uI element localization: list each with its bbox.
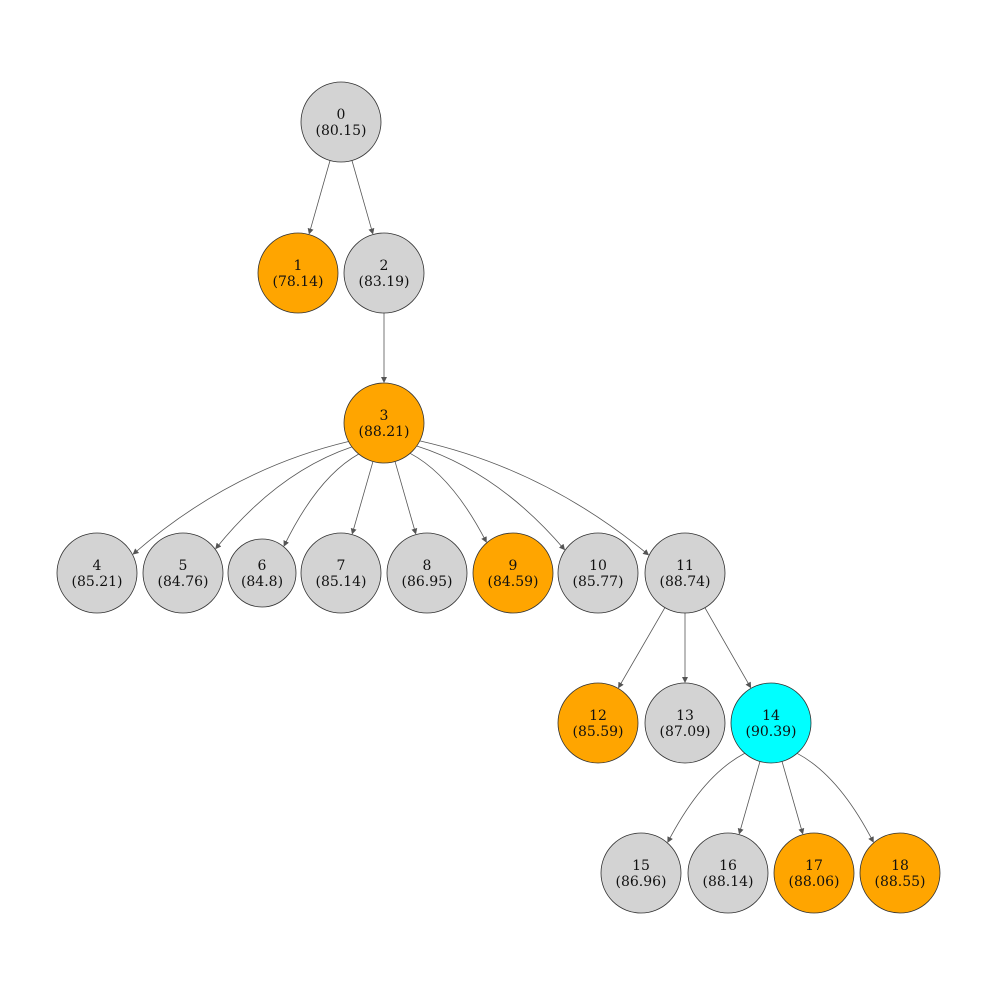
node-0-id: 0 [337, 107, 346, 123]
node-4: 4(85.21) [56, 532, 138, 614]
edge-3-9 [409, 452, 487, 543]
node-12-circle [557, 682, 639, 764]
edge-3-6 [283, 453, 359, 547]
node-17-id: 17 [805, 858, 823, 874]
node-14-circle [730, 682, 812, 764]
node-11-id: 11 [676, 558, 694, 574]
node-7-circle [300, 532, 382, 614]
node-13-id: 13 [676, 708, 694, 724]
node-14-score: (90.39) [745, 724, 796, 740]
node-3-id: 3 [380, 408, 389, 424]
node-7-id: 7 [337, 558, 346, 574]
node-11: 11(88.74) [644, 532, 726, 614]
node-4-circle [56, 532, 138, 614]
node-12-score: (85.59) [572, 724, 623, 740]
node-6: 6(84.8) [227, 538, 297, 608]
node-9: 9(84.59) [472, 532, 554, 614]
node-2: 2(83.19) [343, 232, 425, 314]
node-15: 15(86.96) [600, 832, 682, 914]
node-15-circle [600, 832, 682, 914]
edge-3-4 [132, 441, 349, 555]
node-16-score: (88.14) [702, 874, 753, 890]
edge-14-16 [737, 761, 761, 835]
node-8: 8(86.95) [386, 532, 468, 614]
node-18: 18(88.55) [859, 832, 941, 914]
node-17: 17(88.06) [773, 832, 855, 914]
edge-3-8 [394, 461, 418, 535]
node-6-id: 6 [258, 558, 267, 574]
node-9-id: 9 [509, 558, 518, 574]
node-10-id: 10 [589, 558, 607, 574]
edge-3-11 [419, 440, 650, 556]
node-18-id: 18 [891, 858, 909, 874]
node-3: 3(88.21) [343, 382, 425, 464]
node-3-score: (88.21) [358, 424, 409, 440]
node-1-id: 1 [294, 258, 303, 274]
node-15-id: 15 [632, 858, 650, 874]
node-18-score: (88.55) [874, 874, 925, 890]
node-16-circle [687, 832, 769, 914]
node-9-score: (84.59) [487, 574, 538, 590]
node-14: 14(90.39) [730, 682, 812, 764]
node-10: 10(85.77) [557, 532, 639, 614]
edge-0-1 [307, 160, 331, 235]
node-16-id: 16 [719, 858, 737, 874]
node-17-score: (88.06) [788, 874, 839, 890]
edge-0-2 [351, 160, 375, 235]
node-0-score: (80.15) [315, 123, 366, 139]
node-6-circle [227, 538, 297, 608]
node-9-circle [472, 532, 554, 614]
node-10-circle [557, 532, 639, 614]
edge-14-18 [796, 752, 874, 843]
edges-layer [132, 160, 874, 843]
edge-3-5 [215, 446, 353, 550]
node-11-circle [644, 532, 726, 614]
node-2-score: (83.19) [358, 274, 409, 290]
edge-14-17 [781, 761, 805, 835]
node-6-score: (84.8) [241, 574, 283, 590]
node-16: 16(88.14) [687, 832, 769, 914]
edge-11-14 [704, 607, 752, 689]
edge-3-10 [416, 445, 566, 551]
node-13-circle [644, 682, 726, 764]
nodes-layer: 0(80.15)1(78.14)2(83.19)3(88.21)4(85.21)… [56, 81, 941, 914]
edge-3-7 [350, 461, 374, 535]
node-1: 1(78.14) [257, 232, 339, 314]
node-5-circle [142, 532, 224, 614]
node-5-score: (84.76) [157, 574, 208, 590]
node-1-circle [257, 232, 339, 314]
node-13-score: (87.09) [659, 724, 710, 740]
node-0-circle [300, 81, 382, 163]
node-0: 0(80.15) [300, 81, 382, 163]
node-5-id: 5 [179, 558, 188, 574]
node-10-score: (85.77) [572, 574, 623, 590]
node-18-circle [859, 832, 941, 914]
node-2-circle [343, 232, 425, 314]
node-8-id: 8 [423, 558, 432, 574]
node-14-id: 14 [762, 708, 780, 724]
node-2-id: 2 [380, 258, 389, 274]
node-12-id: 12 [589, 708, 607, 724]
node-4-id: 4 [93, 558, 102, 574]
node-15-score: (86.96) [615, 874, 666, 890]
node-4-score: (85.21) [71, 574, 122, 590]
node-7: 7(85.14) [300, 532, 382, 614]
node-8-score: (86.95) [401, 574, 452, 590]
node-12: 12(85.59) [557, 682, 639, 764]
edge-11-12 [618, 607, 666, 689]
node-8-circle [386, 532, 468, 614]
node-7-score: (85.14) [315, 574, 366, 590]
edge-14-15 [667, 752, 745, 843]
node-3-circle [343, 382, 425, 464]
node-5: 5(84.76) [142, 532, 224, 614]
node-11-score: (88.74) [659, 574, 710, 590]
node-1-score: (78.14) [272, 274, 323, 290]
node-13: 13(87.09) [644, 682, 726, 764]
node-17-circle [773, 832, 855, 914]
